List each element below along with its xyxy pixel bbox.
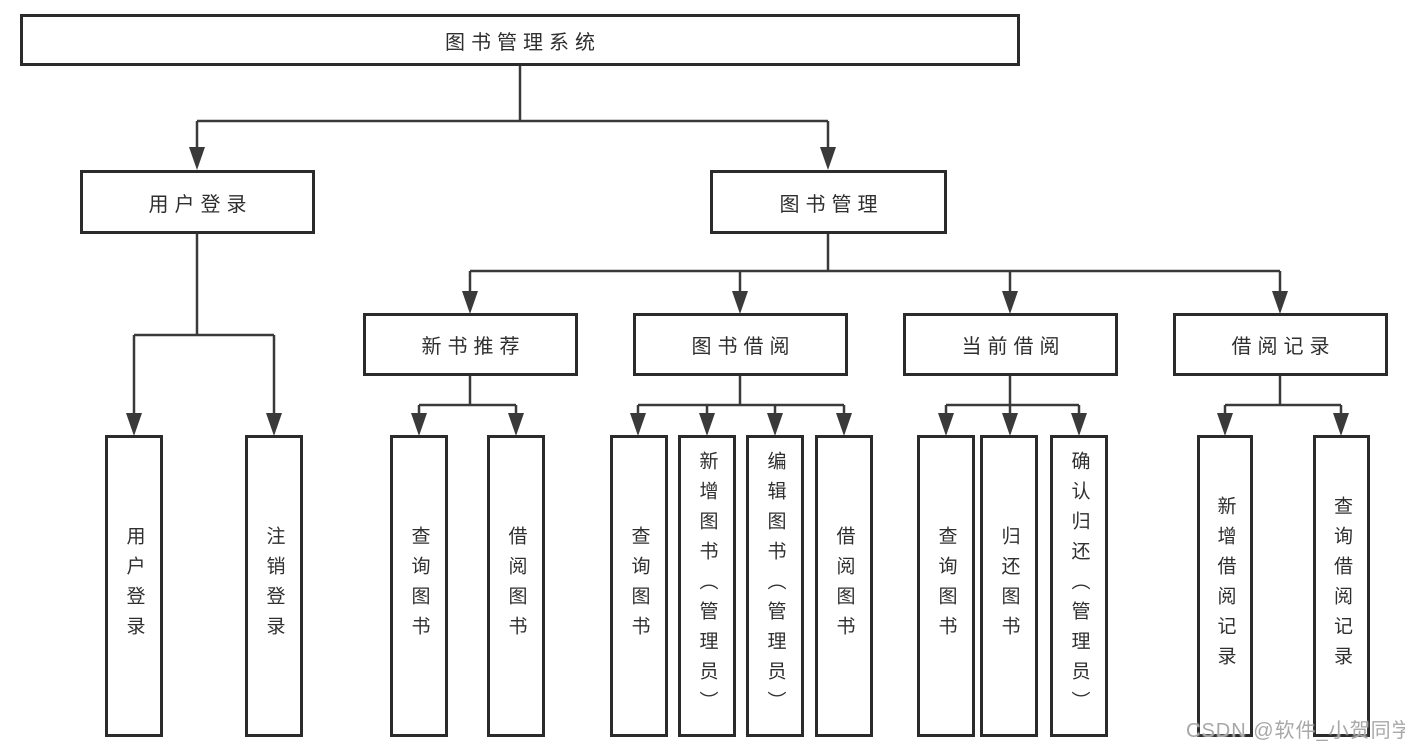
node-current-borrow: 当前借阅 [903,313,1118,376]
node-user-login: 用户登录 [80,170,315,234]
node-user-login-label: 用户登录 [148,193,253,216]
leaf-search-books-current-label: 查询图书 [935,526,957,646]
leaf-borrow-books-recommend-label: 借阅图书 [505,526,527,646]
leaf-logout: 注销登录 [245,435,303,737]
leaf-add-book-admin-label: 新增图书（管理员） [696,451,718,721]
arrowheads [126,147,1349,436]
leaf-search-borrow-record-label: 查询借阅记录 [1331,496,1352,676]
node-borrow-records: 借阅记录 [1173,313,1388,376]
leaf-edit-book-admin: 编辑图书（管理员） [746,435,804,737]
node-book-borrow-label: 图书借阅 [691,336,796,358]
node-book-management-label: 图书管理 [779,193,884,216]
node-root-label: 图书管理系统 [445,31,601,54]
node-new-book-recommend: 新书推荐 [363,313,578,376]
node-new-book-recommend-label: 新书推荐 [421,336,526,358]
node-current-borrow-label: 当前借阅 [961,336,1066,358]
leaf-confirm-return-admin: 确认归还（管理员） [1050,435,1108,737]
leaf-return-book: 归还图书 [980,435,1038,737]
leaf-search-borrow-record: 查询借阅记录 [1313,435,1370,737]
leaf-search-books-borrow-label: 查询图书 [628,526,650,646]
leaf-confirm-return-admin-label: 确认归还（管理员） [1068,451,1090,721]
node-borrow-records-label: 借阅记录 [1231,336,1336,358]
node-book-management: 图书管理 [710,170,947,234]
node-book-borrow: 图书借阅 [633,313,848,376]
leaf-add-borrow-record: 新增借阅记录 [1197,435,1253,737]
leaf-edit-book-admin-label: 编辑图书（管理员） [764,451,786,721]
leaf-user-login: 用户登录 [105,435,163,737]
watermark: CSDN @软件_小贺同学 [1186,720,1405,742]
leaf-user-login-label: 用户登录 [123,526,145,646]
leaf-search-books-recommend: 查询图书 [390,435,448,737]
leaf-add-borrow-record-label: 新增借阅记录 [1214,496,1236,676]
leaf-borrow-books-label: 借阅图书 [833,526,855,646]
leaf-add-book-admin: 新增图书（管理员） [678,435,736,737]
leaf-borrow-books: 借阅图书 [815,435,873,737]
leaf-search-books-current: 查询图书 [917,435,975,737]
leaf-logout-label: 注销登录 [263,526,285,646]
leaf-return-book-label: 归还图书 [998,526,1020,646]
leaf-search-books-borrow: 查询图书 [610,435,668,737]
leaf-borrow-books-recommend: 借阅图书 [487,435,545,737]
node-root: 图书管理系统 [20,14,1020,66]
leaf-search-books-recommend-label: 查询图书 [408,526,430,646]
